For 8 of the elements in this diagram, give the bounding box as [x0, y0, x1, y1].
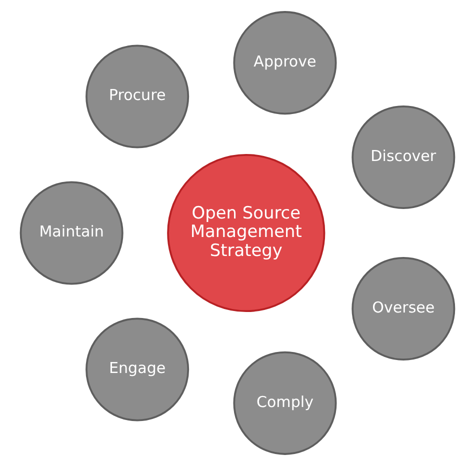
- node-circle: Discover: [351, 106, 455, 210]
- node-circle: Approve: [232, 11, 336, 115]
- node-circle: Comply: [232, 351, 336, 455]
- node-circle: Maintain: [19, 181, 123, 285]
- node-circle: Engage: [85, 318, 189, 422]
- node-circle: Open Source Management Strategy: [166, 154, 325, 312]
- node-circle: Oversee: [351, 256, 455, 360]
- node-circle: Procure: [85, 44, 189, 148]
